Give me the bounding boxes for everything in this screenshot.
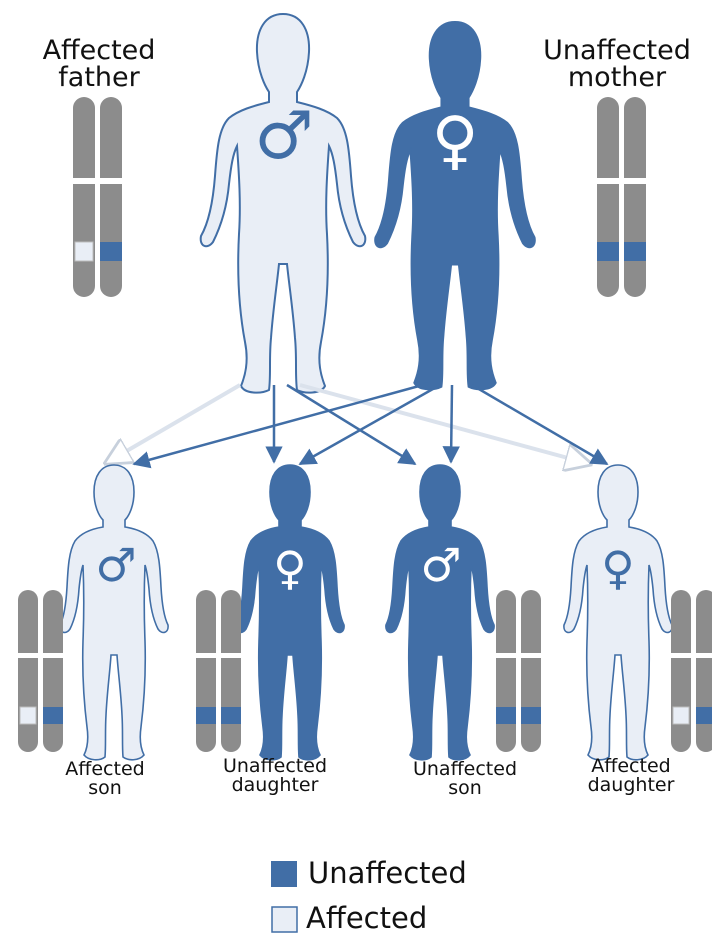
affected-son-figure bbox=[60, 465, 168, 760]
mother-female-symbol: ♀ bbox=[432, 104, 479, 178]
father-chromosome-pair bbox=[71, 97, 125, 297]
unaffected-son-label: Unaffected son bbox=[370, 760, 560, 798]
legend-affected-label: Affected bbox=[306, 901, 427, 935]
mother-label: Unaffected mother bbox=[526, 37, 708, 91]
legend-affected-swatch bbox=[272, 907, 297, 932]
unaffected-son-male-symbol: ♂ bbox=[420, 538, 461, 592]
mother-figure bbox=[375, 22, 535, 389]
unaffected-son-figure bbox=[386, 465, 494, 760]
unaffected-daughter-label: Unaffected daughter bbox=[180, 757, 370, 795]
legend-unaffected-swatch bbox=[271, 861, 297, 887]
unaffected-daughter-chromosome-pair bbox=[194, 590, 244, 752]
legend-unaffected-label: Unaffected bbox=[308, 856, 467, 890]
father-male-symbol: ♂ bbox=[254, 97, 313, 174]
father-figure bbox=[201, 14, 366, 393]
unaffected-son-chromosome-pair bbox=[494, 590, 544, 752]
unaffected-daughter-female-symbol: ♀ bbox=[273, 541, 307, 595]
inheritance-arrows bbox=[106, 383, 607, 464]
father-label: Affected father bbox=[14, 37, 184, 91]
affected-son-male-symbol: ♂ bbox=[95, 538, 136, 592]
affected-son-label: Affected son bbox=[20, 760, 190, 798]
mother-chromosome-pair bbox=[595, 97, 649, 297]
affected-daughter-label: Affected daughter bbox=[556, 757, 706, 795]
affected-daughter-female-symbol: ♀ bbox=[601, 541, 635, 595]
affected-son-chromosome-pair bbox=[16, 590, 66, 752]
unaffected-daughter-figure bbox=[236, 465, 344, 760]
affected-daughter-chromosome-pair bbox=[669, 590, 712, 752]
affected-daughter-figure bbox=[564, 465, 672, 760]
